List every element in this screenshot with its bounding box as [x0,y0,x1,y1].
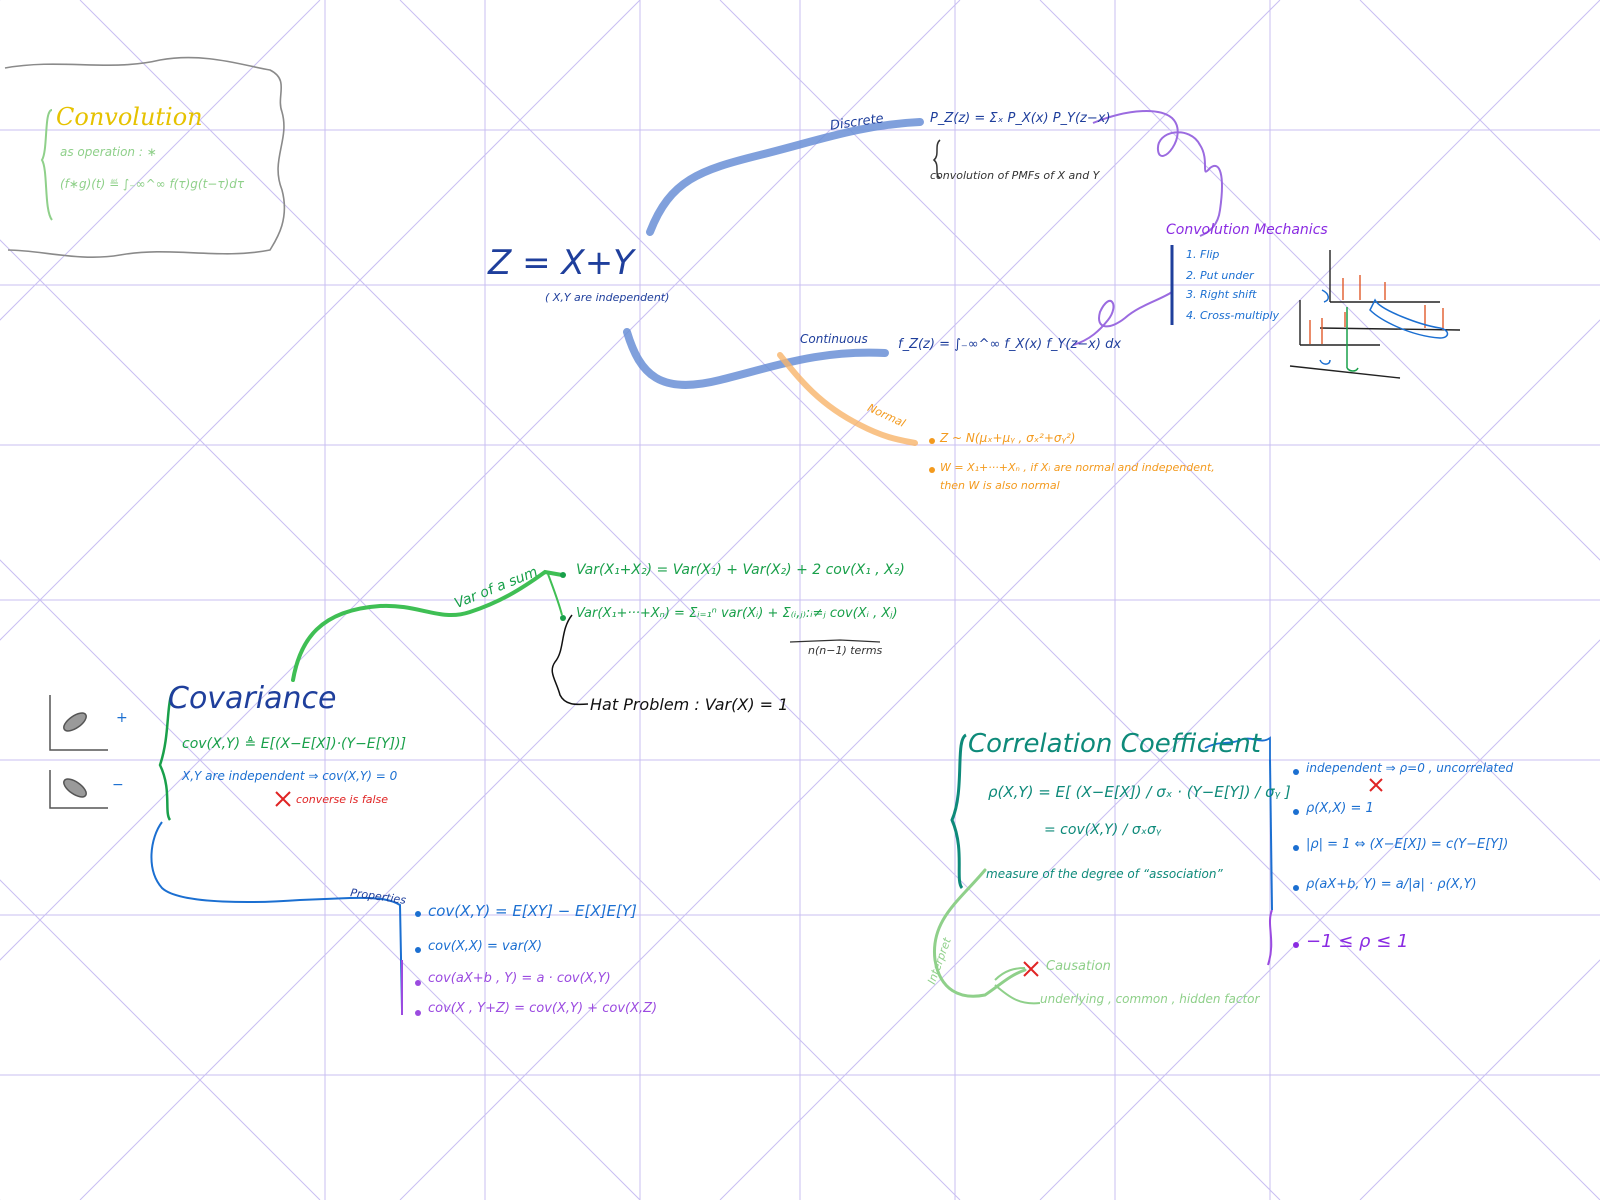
discrete-branch [646,118,924,236]
var-sum-terms-note: n(n−1) terms [808,644,883,657]
grid-diagonal-line [1039,0,1600,561]
property-item-3: cov(aX+b , Y) = a · cov(X,Y) [428,971,611,986]
mechanics-step-4: 4. Cross-multiply [1186,309,1280,322]
mechanics-title: Convolution Mechanics [1166,222,1328,238]
var-sum-branch [291,569,564,682]
covariance-title: Covariance [168,681,337,716]
correlation-props-bar [1269,759,1273,911]
mechanics-sketch [1289,250,1461,379]
bullet-dot [1293,845,1299,851]
bullet-dot [929,438,935,444]
covariance-definition: cov(X,Y) ≜ E[(X−E[X])·(Y−E[Y])] [182,736,407,752]
continuous-branch [623,328,889,389]
correlation-prop-1: independent ⇒ ρ=0 , uncorrelated [1306,761,1514,775]
correlation-measure: measure of the degree of “association” [986,867,1223,881]
mechanics-step-2: 2. Put under [1186,269,1254,282]
interpret-branch [932,868,1027,998]
property-item-4: cov(X , Y+Z) = cov(X,Y) + cov(X,Z) [428,1001,658,1016]
normal-line1: Z ~ N(μₓ+μᵧ , σₓ²+σᵧ²) [940,431,1076,445]
normal-line3: then W is also normal [940,479,1060,492]
grid-diagonal-line [1359,0,1600,241]
bullets [415,438,1299,1016]
correlation-title: Correlation Coefficient [968,729,1261,759]
property-item-1: cov(X,Y) = E[XY] − E[X]E[Y] [428,902,637,920]
correlation-prop-5: −1 ≤ ρ ≤ 1 [1306,931,1409,952]
mechanics-connector-bottom [1072,291,1173,346]
grid-diagonal-line [0,879,321,1200]
correlation-brace [950,733,968,889]
plus-sign: + [116,710,128,726]
hat-connector [551,614,589,706]
bullet-dot [560,572,566,578]
bullet-dot [415,1010,421,1016]
grid-diagonal-line [79,0,1281,1200]
normal-branch [777,352,918,446]
bullet-dot [929,467,935,473]
interpret-fork [994,967,1041,1005]
minus-sign: − [112,777,124,793]
properties-connector [150,821,403,1011]
convolution-title: Convolution [56,103,203,131]
bullet-dot [1293,769,1299,775]
discrete-note: convolution of PMFs of X and Y [930,169,1100,182]
var-sum-fork [547,573,563,616]
mechanics-step-1: 1. Flip [1186,248,1220,261]
grid-diagonal-line [0,0,961,961]
convolution-formula: (f∗g)(t) ≝ ∫₋∞^∞ f(τ)g(t−τ)dτ [60,177,245,191]
mechanics-step-3: 3. Right shift [1186,288,1257,301]
x-marks [275,778,1383,977]
grid-diagonal-line [1359,959,1600,1200]
bullet-dot [415,911,421,917]
convolution-brace [40,109,53,221]
interpret-hidden: underlying , common , hidden factor [1040,992,1260,1006]
covariance-brace [158,686,179,821]
bullet-dot [560,615,566,621]
center-main: Z = X+Y [488,243,634,283]
bullet-dot [1293,942,1299,948]
correlation-title-squiggle [1204,736,1271,760]
grid-diagonal-line [719,319,1600,1200]
convolution-op-line: as operation : ∗ [60,145,157,159]
property-item-2: cov(X,X) = var(X) [428,939,543,954]
bullet-dot [415,980,421,986]
terms-underbrace [789,639,881,643]
correlation-def-line2: = cov(X,Y) / σₓσᵧ [1044,822,1162,838]
covariance-independent: X,Y are independent ⇒ cov(X,Y) = 0 [182,769,398,783]
discrete-note-brace [932,139,941,179]
interpret-causation: Causation [1046,959,1111,974]
grid-diagonal-line [0,0,321,321]
convolution-wavy-border [4,56,286,258]
correlation-prop-4: ρ(aX+b, Y) = a/|a| · ρ(X,Y) [1306,877,1477,892]
continuous-formula: f_Z(z) = ∫₋∞^∞ f_X(x) f_Y(z−x) dx [898,337,1122,352]
correlation-prop-2: ρ(X,X) = 1 [1306,801,1374,816]
mechanics-connector-top [1092,110,1223,237]
grid-diagonal-line [399,0,1600,1200]
center-sub: ( X,Y are independent) [545,291,670,304]
grid-diagonal-line [1039,639,1600,1200]
bullet-dot [415,947,421,953]
normal-line2: W = X₁+···+Xₙ , if Xᵢ are normal and ind… [940,461,1215,474]
hat-problem: Hat Problem : Var(X) = 1 [590,695,789,714]
grid-diagonal-line [0,0,641,641]
bullet-dot [1293,809,1299,815]
correlation-prop-3: |ρ| = 1 ⇔ (X−E[X]) = c(Y−E[Y]) [1306,837,1509,852]
ellipse-plots [49,695,108,809]
covariance-converse: converse is false [296,793,388,806]
var-sum-line2: Var(X₁+···+Xₙ) = Σᵢ₌₁ⁿ var(Xᵢ) + Σ₍ᵢ,ⱼ₎:… [576,606,898,621]
correlation-props-bar-purple [1267,909,1273,966]
discrete-formula: P_Z(z) = Σₓ P_X(x) P_Y(z−x) [930,111,1111,126]
continuous-branch-label: Continuous [800,332,868,346]
bullet-dot [1293,885,1299,891]
var-sum-line1: Var(X₁+X₂) = Var(X₁) + Var(X₂) + 2 cov(X… [576,562,905,578]
correlation-def-line1: ρ(X,Y) = E[ (X−E[X]) / σₓ · (Y−E[Y]) / σ… [988,783,1291,801]
